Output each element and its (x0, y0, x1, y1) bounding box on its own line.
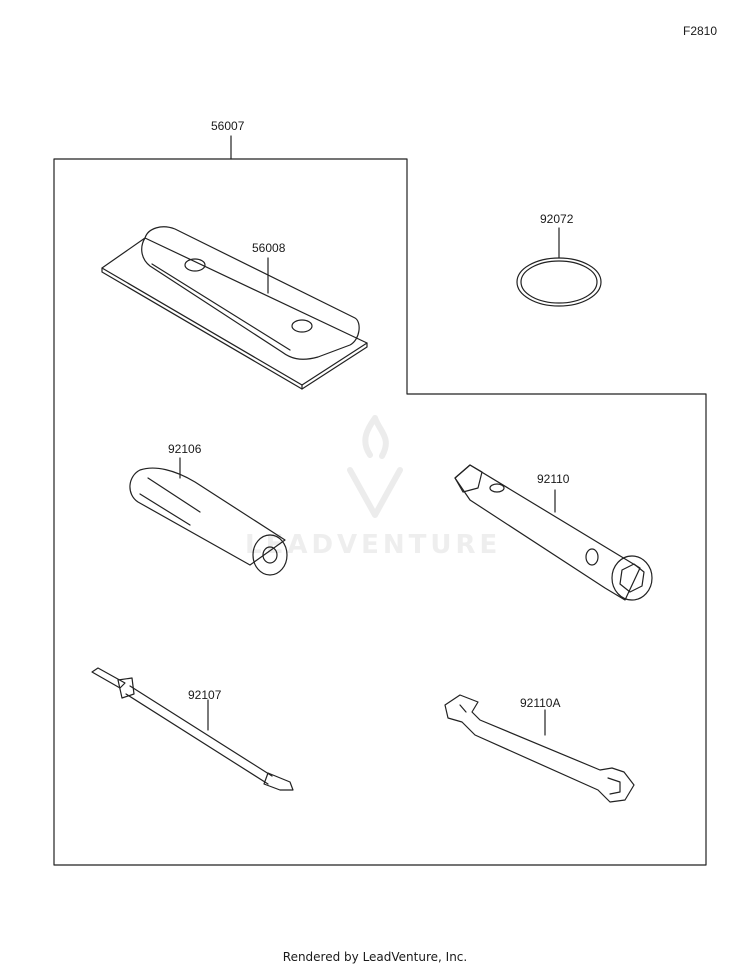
part-label-screwdriver: 92107 (188, 688, 222, 702)
open-wrench-drawing (444, 694, 635, 803)
part-label-open-wrench: 92110A (520, 696, 561, 710)
watermark-logo (347, 415, 403, 518)
kit-part-label: 56007 (211, 119, 245, 133)
screwdriver-handle-drawing (129, 457, 288, 576)
kit-boundary (53, 158, 707, 866)
part-label-handle: 92106 (168, 442, 202, 456)
box-wrench-drawing (454, 464, 653, 601)
part-label-o-ring: 92072 (540, 212, 574, 226)
diagram-id-label: F2810 (683, 24, 718, 38)
o-ring-drawing (516, 227, 602, 307)
tool-pouch-drawing (101, 226, 368, 390)
screwdriver-shaft-drawing (91, 667, 294, 791)
footer-credit: Rendered by LeadVenture, Inc. (282, 950, 468, 964)
part-label-box-wrench: 92110 (537, 472, 570, 486)
part-label-tool-pouch: 56008 (252, 241, 286, 255)
